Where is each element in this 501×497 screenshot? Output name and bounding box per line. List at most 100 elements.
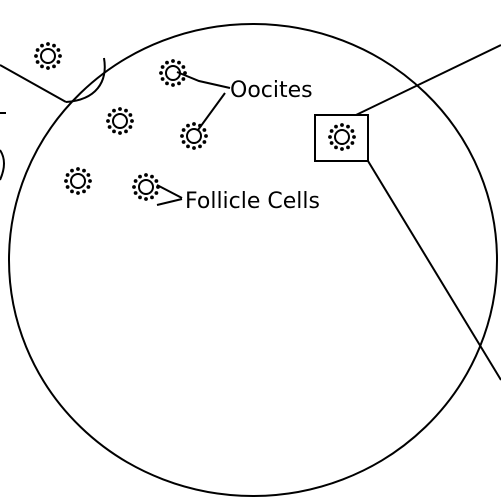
oocyte-ring: [334, 129, 350, 145]
follicle-cell-dot: [58, 54, 62, 58]
follicle-cell-dot: [329, 141, 334, 145]
follicle-cell-dot: [192, 122, 196, 126]
follicle-cell-dot: [86, 173, 91, 177]
follicle-cells-label: Follicle Cells: [185, 189, 320, 214]
follicle-cell-dot: [352, 135, 356, 139]
follicle-cell-dot: [204, 134, 208, 138]
follicle-cell-dot: [70, 189, 74, 194]
follicle-cell-dot: [118, 107, 122, 111]
follicle-cell-dot: [340, 147, 344, 151]
follicle-cell-dot: [70, 168, 74, 173]
follicle-cell-dot: [76, 167, 80, 171]
follicle-cell-dot: [65, 173, 70, 177]
follicle-cell-dot: [181, 128, 186, 132]
follicle-cells-pointer-a: [156, 184, 183, 199]
follicle-cell-dot: [112, 129, 116, 134]
follicle-cell-dot: [138, 174, 142, 179]
follicle-cell-dot: [177, 81, 181, 86]
follicle-cell-dot: [112, 108, 116, 113]
follicle-cell-dot: [202, 140, 207, 144]
follicle-cell-dot: [186, 123, 190, 128]
follicle-cell-dot: [198, 144, 202, 149]
follicle-cell-dot: [88, 179, 92, 183]
follicle: [34, 42, 62, 70]
magnification-box: [314, 114, 369, 162]
follicle-cell-dot: [82, 189, 86, 194]
follicle-cell-dot: [171, 59, 175, 63]
follicle-cell-dot: [40, 43, 44, 48]
follicle-cell-dot: [159, 71, 163, 75]
oocyte-ring: [186, 128, 202, 144]
follicle-cell-dot: [186, 144, 190, 149]
follicle-cell-dot: [138, 195, 142, 200]
follicle-cell-dot: [65, 185, 70, 189]
follicle-cell-dot: [177, 60, 181, 65]
follicle-cell-dot: [165, 60, 169, 65]
follicle-cell-dot: [52, 64, 56, 69]
follicle-cell-dot: [124, 129, 128, 134]
oocites-pointer-lower: [197, 92, 226, 131]
follicle: [180, 122, 208, 150]
follicle-cell-dot: [154, 179, 159, 183]
follicle-cell-dot: [154, 191, 159, 195]
oocyte-ring: [70, 173, 86, 189]
oocyte-ring: [40, 48, 56, 64]
oocites-pointer-upper: [176, 71, 231, 89]
follicle-cell-dot: [52, 43, 56, 48]
follicle-cell-dot: [150, 195, 154, 200]
magnification-line-bottom: [367, 160, 501, 381]
follicle-cell-dot: [334, 124, 338, 129]
follicle-cell-dot: [46, 66, 50, 70]
follicle-cell-dot: [144, 173, 148, 177]
follicle-cell-dot: [35, 60, 40, 64]
follicle-cells-pointer-b: [156, 198, 183, 206]
follicle-cell-dot: [76, 191, 80, 195]
follicle-cell-dot: [107, 113, 112, 117]
follicle-cell-dot: [181, 65, 186, 69]
follicle-cell-dot: [124, 108, 128, 113]
follicle-cell-dot: [34, 54, 38, 58]
follicle-cell-dot: [86, 185, 91, 189]
follicle-cell-dot: [334, 145, 338, 150]
follicle: [328, 123, 356, 151]
follicle: [159, 59, 187, 87]
follicle-cell-dot: [35, 48, 40, 52]
follicle-cell-dot: [106, 119, 110, 123]
follicle-cell-dot: [350, 129, 355, 133]
follicle-cell-dot: [150, 174, 154, 179]
follicle-cell-dot: [340, 123, 344, 127]
follicle-cell-dot: [82, 168, 86, 173]
follicle-cell-dot: [128, 113, 133, 117]
follicle-cell-dot: [40, 64, 44, 69]
follicle-cell-dot: [160, 77, 165, 81]
follicle: [132, 173, 160, 201]
follicle-cell-dot: [56, 48, 61, 52]
follicle-cell-dot: [130, 119, 134, 123]
follicle-cell-dot: [181, 77, 186, 81]
follicle-cell-dot: [132, 185, 136, 189]
follicle-cell-dot: [128, 125, 133, 129]
follicle-cell-dot: [350, 141, 355, 145]
follicle-cell-dot: [192, 146, 196, 150]
left-edge-arc: [0, 149, 5, 181]
left-callout-line: [0, 64, 67, 103]
follicle-cell-dot: [181, 140, 186, 144]
follicle-cell-dot: [46, 42, 50, 46]
follicle-cell-dot: [202, 128, 207, 132]
follicle-cell-dot: [133, 191, 138, 195]
follicle-cell-dot: [133, 179, 138, 183]
magnification-line-top: [355, 44, 501, 116]
follicle-cell-dot: [160, 65, 165, 69]
oocyte-ring: [138, 179, 154, 195]
follicle-cell-dot: [329, 129, 334, 133]
magnification-arc: [65, 57, 106, 103]
follicle-cell-dot: [56, 60, 61, 64]
follicles-group: [34, 42, 356, 201]
follicle-cell-dot: [171, 83, 175, 87]
oocites-label: Oocites: [230, 78, 313, 103]
follicle-cell-dot: [165, 81, 169, 86]
follicle-cell-dot: [64, 179, 68, 183]
follicle: [106, 107, 134, 135]
follicle-cell-dot: [346, 145, 350, 150]
